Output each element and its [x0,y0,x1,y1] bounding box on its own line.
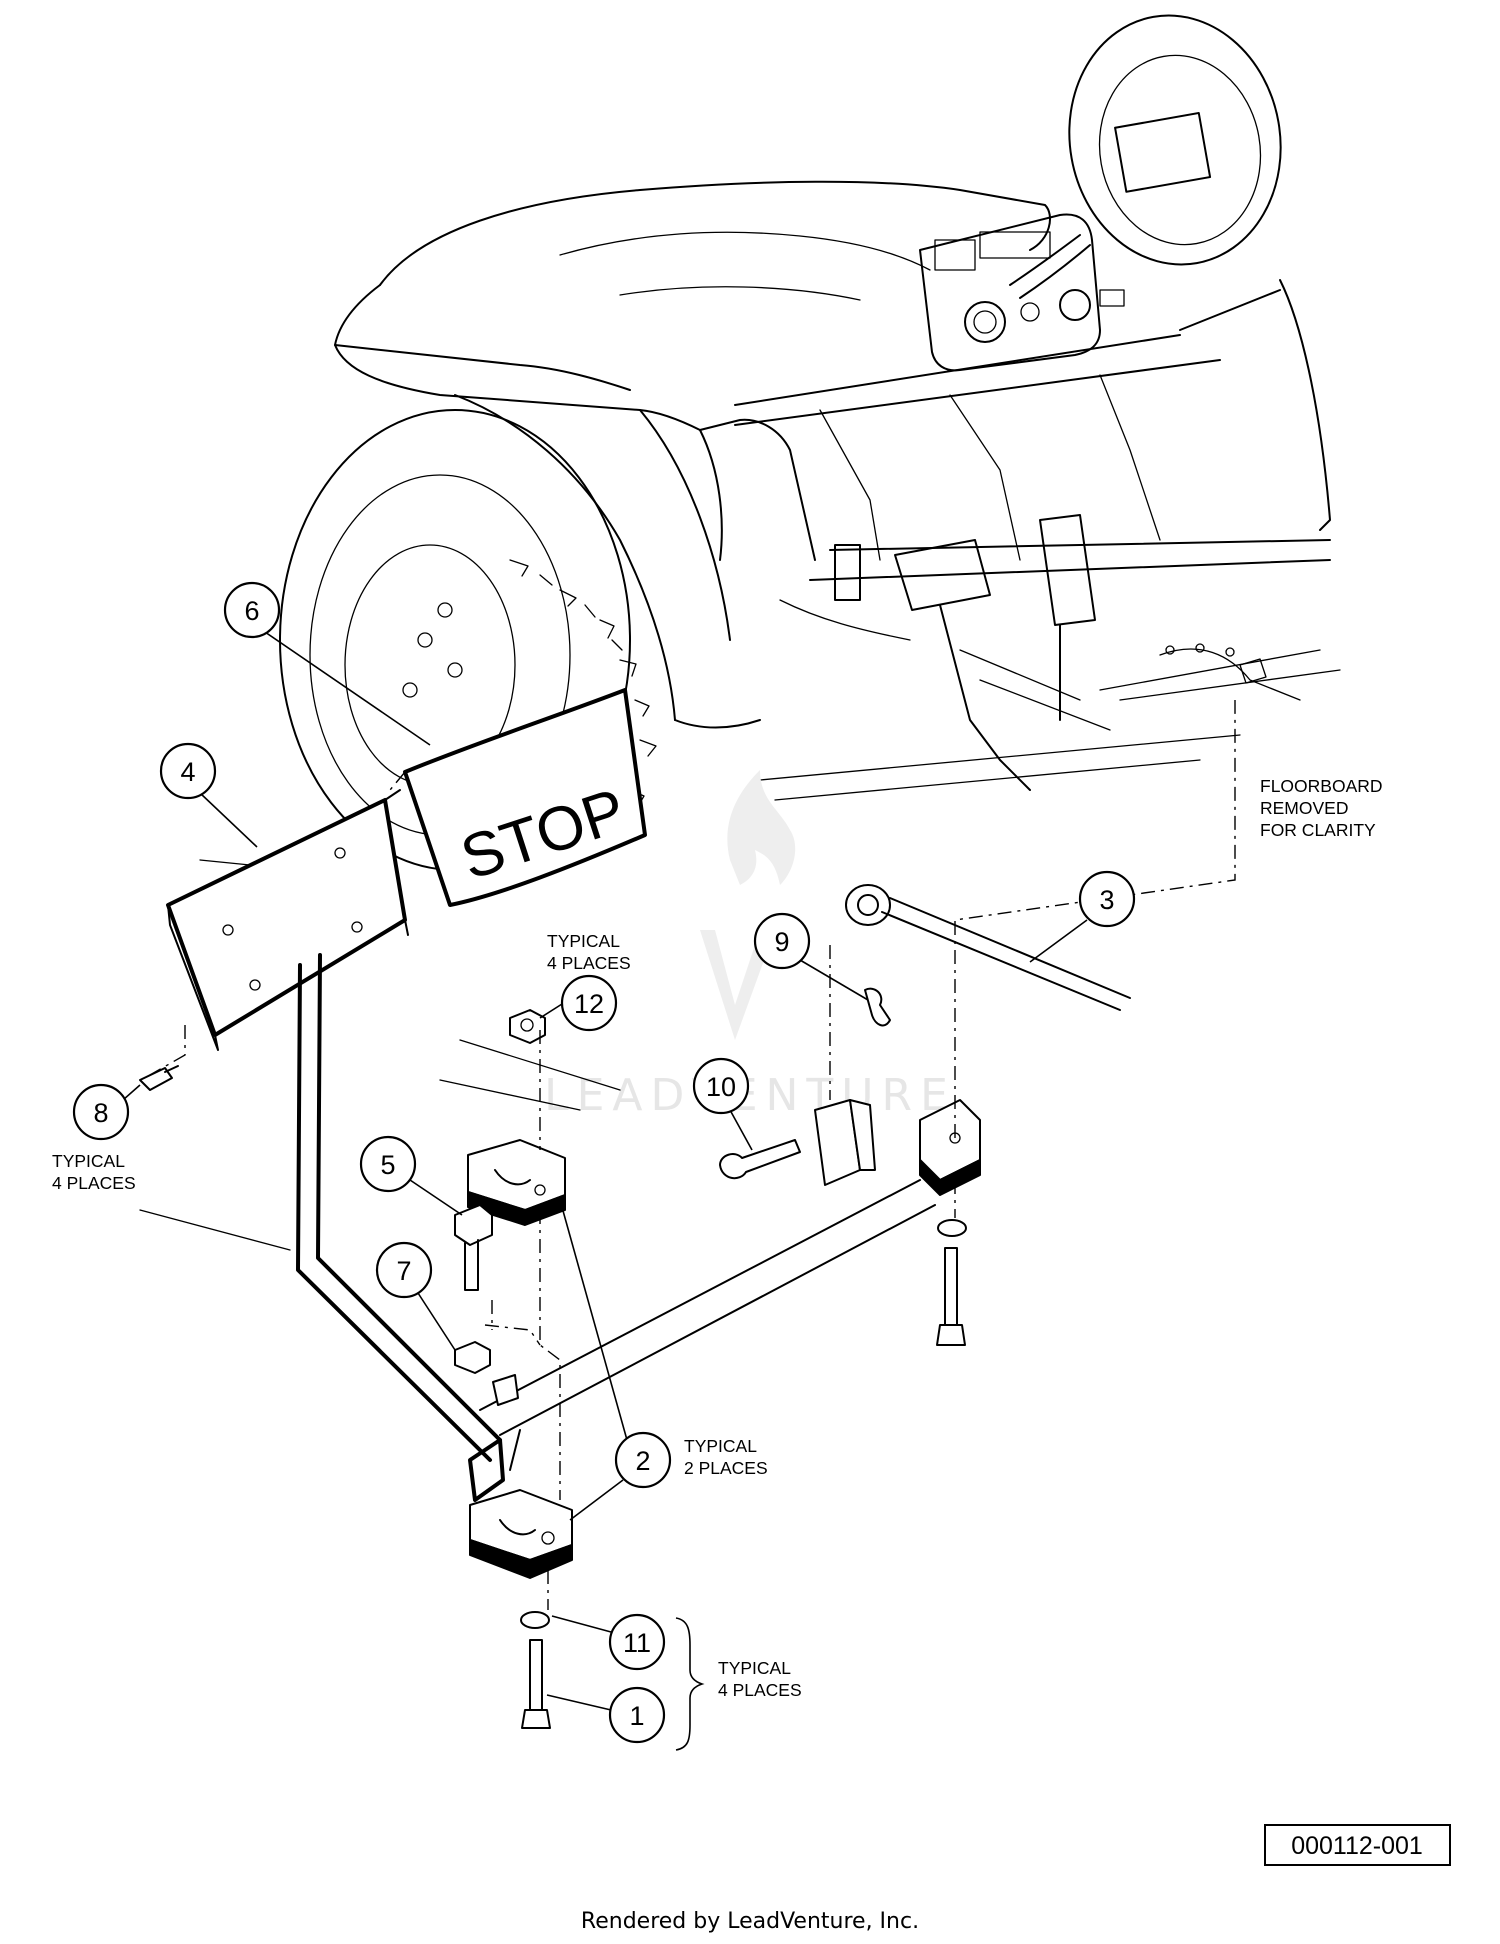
callout-3: 3 [1099,885,1114,915]
note-typical-4-places-screw-line1: TYPICAL [52,1151,125,1171]
callout-12: 12 [574,989,604,1019]
note-floorboard-line3: FOR CLARITY [1260,820,1376,840]
callout-11: 11 [623,1628,651,1658]
note-floorboard-line2: REMOVED [1260,798,1348,818]
callout-9: 9 [774,927,789,957]
callout-10: 10 [706,1072,736,1102]
callout-2: 2 [635,1446,650,1476]
watermark-text: LEADVENTURE [544,1070,956,1121]
callout-7: 7 [396,1256,411,1286]
callout-5: 5 [380,1150,395,1180]
stop-pedal-assembly: STOP [139,688,1131,1729]
note-typical-2-places-line1: TYPICAL [684,1436,757,1456]
callout-4: 4 [180,757,195,787]
drawing-number: 000112-001 [1291,1832,1423,1860]
drawing-number-box: 000112-001 [1264,1824,1451,1866]
callout-1: 1 [629,1701,644,1731]
callouts: 6 4 3 12 9 10 8 5 7 2 [72,581,1136,1751]
footer-credit: Rendered by LeadVenture, Inc. [581,1909,919,1934]
note-typical-4-places-bolt-line2: 4 PLACES [718,1680,802,1700]
note-floorboard-line1: FLOORBOARD [1260,776,1383,796]
note-typical-4-places-nut-line1: TYPICAL [547,931,620,951]
note-typical-4-places-screw-line2: 4 PLACES [52,1173,136,1193]
callout-8: 8 [93,1098,108,1128]
notes: TYPICAL 4 PLACES TYPICAL 4 PLACES TYPICA… [52,776,1383,1700]
note-typical-2-places-line2: 2 PLACES [684,1458,768,1478]
note-typical-4-places-bolt-line1: TYPICAL [718,1658,791,1678]
vehicle-illustration [199,14,1341,871]
note-typical-4-places-nut-line2: 4 PLACES [547,953,631,973]
callout-6: 6 [244,596,259,626]
